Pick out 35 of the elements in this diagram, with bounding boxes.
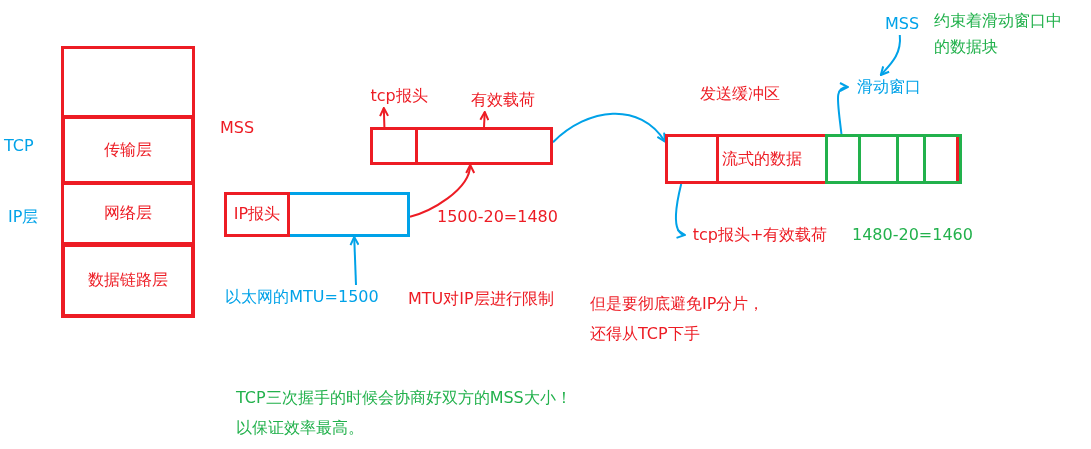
layer-box: 数据链路层: [61, 243, 195, 318]
header-box: [370, 127, 418, 165]
annotation-text: MSS: [220, 118, 255, 137]
annotation-text: MSS: [880, 11, 924, 35]
annotation-text: 发送缓冲区: [700, 84, 780, 105]
layer-tag: TCP: [4, 136, 34, 155]
layer-box: [61, 46, 195, 118]
layer-box: 传输层: [61, 115, 195, 185]
arrow: [552, 112, 666, 144]
layer-tag: IP层: [8, 207, 39, 228]
layer-box: 网络层: [61, 182, 195, 245]
header-box: IP报头: [224, 192, 290, 237]
window-box: [825, 134, 962, 184]
annotation-text: 以太网的MTU=1500: [212, 285, 392, 309]
note-text: MTU对IP层进行限制: [408, 289, 554, 310]
ip-packet-box: [224, 192, 410, 237]
arrow: [379, 107, 390, 128]
arrow: [479, 111, 490, 128]
annotation-text: 1500-20=1480: [437, 207, 558, 226]
annotation-text: tcp报头: [366, 84, 432, 108]
annotation-text: 有效载荷: [465, 88, 541, 112]
annotation-text: 滑动窗口: [848, 75, 930, 99]
arrow: [879, 34, 901, 76]
buffer-label: 流式的数据: [722, 148, 802, 170]
payload-box: [415, 127, 553, 165]
annotation-text: tcp报头+有效载荷: [685, 223, 835, 247]
arrow: [349, 236, 360, 286]
annotation-text: 1480-20=1460: [852, 225, 973, 244]
note-text: TCP三次握手的时候会协商好双方的MSS大小！以保证效率最高。: [236, 387, 573, 439]
arrow: [409, 164, 475, 218]
arrow: [836, 82, 849, 135]
buffer-box: [665, 134, 959, 184]
note-text: 但是要彻底避免IP分片，还得从TCP下手: [590, 293, 765, 345]
arrow: [675, 183, 686, 238]
note-text: 约束着滑动窗口中的数据块: [934, 10, 1063, 58]
